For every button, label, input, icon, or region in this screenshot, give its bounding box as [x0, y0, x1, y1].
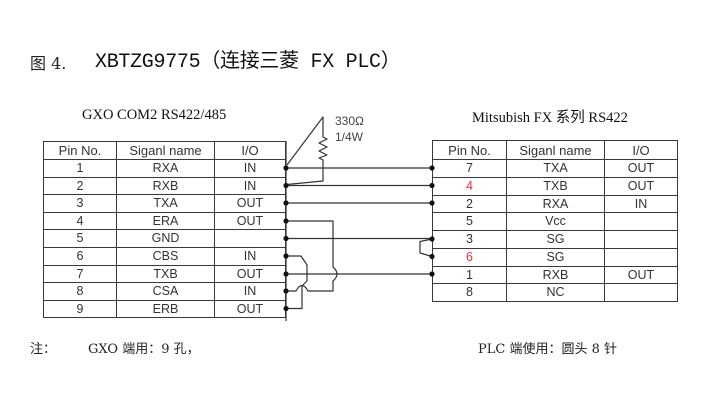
signal-cell: CBS — [117, 247, 215, 266]
terminal-dot — [429, 236, 435, 242]
signal-cell: SG — [507, 231, 605, 249]
signal-cell: TXA — [117, 195, 215, 213]
io-cell: OUT — [605, 160, 678, 178]
pin-cell: 2 — [44, 177, 117, 196]
pin-cell: 3 — [44, 195, 117, 213]
pin-cell-highlighted: 4 — [433, 177, 507, 196]
signal-cell: RXA — [117, 160, 215, 178]
pin-cell: 7 — [433, 160, 507, 178]
wire-cbs-to-erb — [286, 255, 308, 310]
column-header-pin: Pin No. — [433, 141, 507, 160]
pin-cell: 8 — [44, 283, 117, 301]
wire-era-to-csa — [286, 220, 338, 292]
terminal-dot — [283, 218, 289, 224]
signal-cell: Vcc — [507, 213, 605, 231]
pin-cell-highlighted: 6 — [433, 248, 507, 267]
pin-cell: 2 — [433, 195, 507, 214]
terminal-dot — [283, 200, 289, 206]
terminal-dot — [283, 182, 289, 189]
io-cell: OUT — [605, 177, 678, 196]
signal-cell: TXB — [117, 265, 215, 284]
pin-cell: 3 — [433, 231, 507, 249]
terminal-dot — [283, 253, 289, 259]
signal-cell: TXA — [507, 160, 605, 178]
column-header-io: I/O — [605, 141, 678, 160]
io-cell — [605, 284, 678, 302]
pin-cell: 1 — [433, 266, 507, 285]
column-header-signal: Siganl name — [117, 142, 215, 160]
note-gxo-connector: GXO 端用：9 孔， — [88, 342, 200, 357]
pin-cell: 4 — [44, 212, 117, 231]
terminal-dot — [283, 235, 289, 242]
pin-cell: 6 — [44, 247, 117, 266]
resistor-icon — [286, 116, 328, 186]
wire-sg-jumper — [419, 238, 433, 258]
io-cell — [605, 213, 678, 231]
signal-cell: TXB — [507, 177, 605, 196]
pin-cell: 8 — [433, 284, 507, 302]
pin-cell: 7 — [44, 265, 117, 284]
terminal-dot — [429, 253, 435, 260]
left-pin-table: Pin No. Siganl name I/O 1 RXA IN 2 RXB I… — [43, 141, 286, 319]
io-cell — [605, 231, 678, 249]
right-device-title: Mitsubish FX 系列 RS422 — [472, 110, 628, 126]
terminal-dot — [283, 305, 289, 312]
resistor-value: 330Ω — [335, 114, 364, 128]
signal-cell: RXA — [507, 195, 605, 214]
terminal-dot — [429, 182, 435, 189]
pin-cell: 5 — [433, 213, 507, 231]
terminal-dot — [283, 165, 289, 171]
terminal-dot — [283, 271, 289, 277]
signal-cell: SG — [507, 248, 605, 267]
column-header-signal: Siganl name — [507, 141, 605, 160]
note-label: 注： — [30, 342, 57, 357]
signal-cell: GND — [117, 230, 215, 248]
signal-cell: ERA — [117, 212, 215, 231]
pin-cell: 5 — [44, 230, 117, 248]
signal-cell: CSA — [117, 283, 215, 301]
io-cell — [605, 248, 678, 267]
right-pin-table: Pin No. Siganl name I/O 7 TXA OUT 4 TXB … — [432, 140, 678, 302]
signal-cell: NC — [507, 284, 605, 302]
terminal-dot — [429, 271, 435, 277]
pin-cell: 9 — [44, 300, 117, 319]
column-header-pin: Pin No. — [44, 142, 117, 160]
signal-cell: RXB — [117, 177, 215, 196]
note-plc-connector: PLC 端使用：圆头 8 针 — [478, 342, 617, 357]
signal-cell: ERB — [117, 300, 215, 319]
resistor-rating: 1/4W — [335, 130, 364, 144]
figure-title: XBTZG9775（连接三菱 FX PLC） — [95, 51, 401, 74]
left-device-title: GXO COM2 RS422/485 — [82, 107, 227, 123]
terminal-dot — [283, 288, 289, 294]
terminal-dot — [429, 165, 435, 171]
signal-cell: RXB — [507, 266, 605, 285]
pin-cell: 1 — [44, 160, 117, 178]
terminal-dot — [429, 200, 435, 206]
figure-label: 图 4. — [30, 54, 67, 73]
io-cell: IN — [605, 195, 678, 214]
io-cell: OUT — [605, 266, 678, 285]
